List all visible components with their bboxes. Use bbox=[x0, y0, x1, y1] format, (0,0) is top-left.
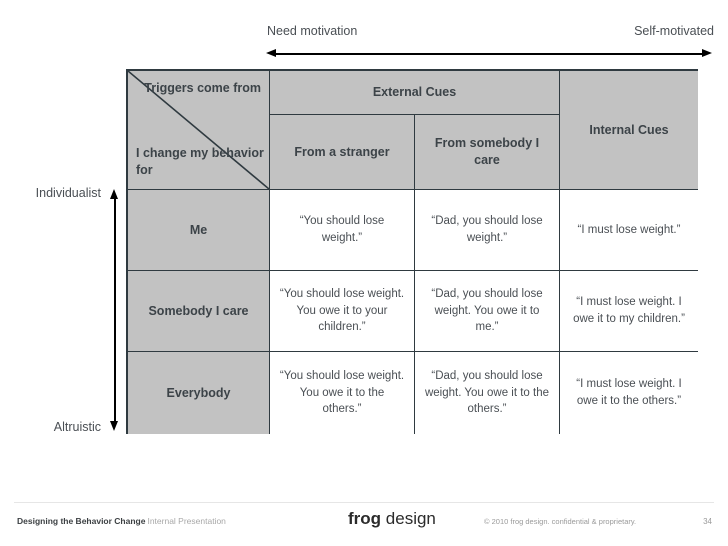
axis-label-altruistic: Altruistic bbox=[53, 420, 101, 434]
axis-label-need-motivation: Need motivation bbox=[267, 24, 358, 38]
frog-design-logo: frog design bbox=[348, 509, 436, 529]
corner-label-i-change-my-behavior-for: I change my behavior for bbox=[136, 146, 264, 178]
table-cell-me-stranger: “You should lose weight.” bbox=[270, 190, 415, 271]
table-cell-somebody-i-care-internal: “I must lose weight. I owe it to my chil… bbox=[560, 271, 698, 352]
vertical-axis: Individualist Altruistic bbox=[18, 186, 123, 434]
table-cell-me-internal: “I must lose weight.” bbox=[560, 190, 698, 271]
table-cell-everybody-somebody-i-care: “Dad, you should lose weight. You owe it… bbox=[415, 352, 560, 434]
row-header-everybody: Everybody bbox=[128, 352, 270, 434]
group-header-internal-cues: Internal Cues bbox=[560, 71, 698, 190]
arrow-shaft bbox=[114, 197, 116, 423]
arrow-head-left-icon bbox=[266, 49, 276, 57]
footer-deck-title: Designing the Behavior Change bbox=[17, 516, 146, 526]
table-cell-somebody-i-care-somebody-i-care: “Dad, you should lose weight. You owe it… bbox=[415, 271, 560, 352]
footer-copyright: © 2010 frog design. confidential & propr… bbox=[484, 517, 637, 526]
horizontal-axis: Need motivation Self-motivated bbox=[262, 24, 714, 58]
group-header-external-cues: External Cues bbox=[270, 71, 560, 115]
footer-deck-subtitle: Internal Presentation bbox=[147, 516, 226, 526]
arrow-head-down-icon bbox=[110, 421, 118, 431]
logo-text-design: design bbox=[385, 509, 436, 528]
table-cell-everybody-stranger: “You should lose weight. You owe it to t… bbox=[270, 352, 415, 434]
vertical-double-arrow-icon bbox=[110, 189, 119, 431]
axis-label-self-motivated: Self-motivated bbox=[634, 24, 714, 38]
logo-text-frog: frog bbox=[348, 509, 382, 528]
table-cell-somebody-i-care-stranger: “You should lose weight. You owe it to y… bbox=[270, 271, 415, 352]
footer-divider bbox=[14, 502, 714, 503]
column-header-from-somebody-i-care: From somebody I care bbox=[415, 115, 560, 190]
table-cell-everybody-internal: “I must lose weight. I owe it to the oth… bbox=[560, 352, 698, 434]
arrow-head-right-icon bbox=[702, 49, 712, 57]
corner-diagonal-line-icon bbox=[128, 71, 269, 189]
behavior-change-matrix: Triggers come from I change my behavior … bbox=[126, 69, 698, 434]
footer-page-number: 34 bbox=[703, 517, 712, 526]
row-header-me: Me bbox=[128, 190, 270, 271]
table-cell-me-somebody-i-care: “Dad, you should lose weight.” bbox=[415, 190, 560, 271]
column-header-from-a-stranger: From a stranger bbox=[270, 115, 415, 190]
row-header-somebody-i-care: Somebody I care bbox=[128, 271, 270, 352]
horizontal-double-arrow-icon bbox=[266, 49, 712, 58]
arrow-shaft bbox=[274, 53, 704, 55]
axis-label-individualist: Individualist bbox=[35, 186, 101, 200]
matrix-corner-cell: Triggers come from I change my behavior … bbox=[128, 71, 270, 190]
corner-label-triggers-come-from: Triggers come from bbox=[144, 81, 261, 95]
arrow-head-up-icon bbox=[110, 189, 118, 199]
